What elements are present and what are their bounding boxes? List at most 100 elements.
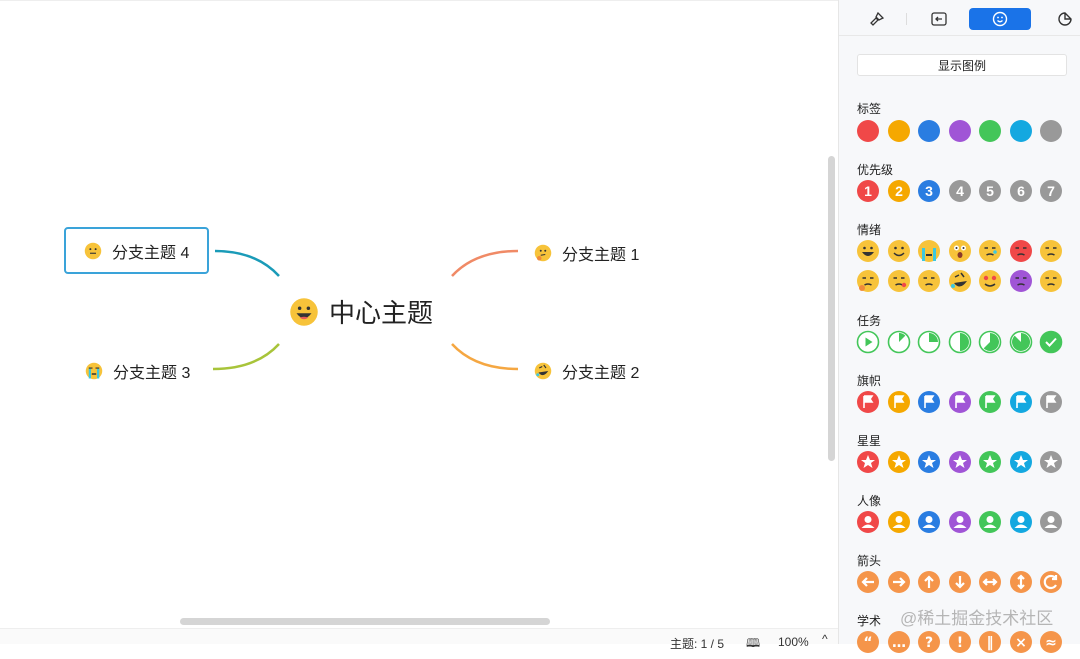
branch-topic-2[interactable]: 分支主题 2 [534,359,639,383]
smile-emoji-icon[interactable] [887,239,911,263]
dot-icon[interactable] [917,119,941,143]
flag-icon[interactable] [917,390,941,414]
tab-icons[interactable] [969,8,1031,30]
branch-topic-4[interactable]: 分支主题 4 [64,227,210,274]
priority-4-icon[interactable]: 4 [948,179,972,203]
person-icon[interactable] [917,510,941,534]
flag-icon[interactable] [978,390,1002,414]
smiley-icon [992,11,1008,27]
branch-topic-1[interactable]: 分支主题 1 [534,241,639,265]
chevron-up-icon[interactable]: ^ [822,632,828,646]
surprised-emoji-icon[interactable] [948,239,972,263]
branch-topic-3[interactable]: 分支主题 3 [85,359,190,383]
priority-5-icon[interactable]: 5 [978,179,1002,203]
priority-1-icon[interactable]: 1 [856,179,880,203]
tired-emoji-icon[interactable] [1039,269,1063,293]
star-icon[interactable] [1039,450,1063,474]
svg-text:5: 5 [986,183,994,199]
person-icon[interactable] [887,510,911,534]
dot-icon[interactable] [1039,119,1063,143]
dot-icon[interactable] [856,119,880,143]
svg-text:3: 3 [925,183,933,199]
grinning-emoji-icon[interactable] [856,239,880,263]
tab-sticker[interactable] [1053,8,1077,30]
refresh-arrow-icon[interactable] [1039,570,1063,594]
exclamation-academic-icon[interactable]: ! [948,630,972,654]
brush-icon [870,12,884,26]
dot-icon[interactable] [948,119,972,143]
central-topic[interactable]: 中心主题 [289,293,433,330]
tab-divider [906,13,907,25]
cross-academic-icon[interactable]: × [1009,630,1033,654]
outline-icon [931,12,947,26]
approx-academic-icon[interactable]: ≈ [1039,630,1063,654]
star-icon[interactable] [948,450,972,474]
angry-emoji-icon[interactable] [1009,239,1033,263]
priority-2-icon[interactable]: 2 [887,179,911,203]
star-icon[interactable] [917,450,941,474]
priority-7-icon[interactable]: 7 [1039,179,1063,203]
devil-emoji-icon[interactable] [1009,269,1033,293]
flag-icon[interactable] [1009,390,1033,414]
task-icon[interactable] [1009,330,1033,354]
star-icon[interactable] [887,450,911,474]
tab-style[interactable] [865,8,889,30]
vertical-scrollbar[interactable] [828,156,835,461]
task-icon[interactable] [856,330,880,354]
svg-text:“: “ [863,635,872,651]
kiss-emoji-icon[interactable] [887,269,911,293]
person-icon[interactable] [948,510,972,534]
left-arrow-icon[interactable] [856,570,880,594]
heart-eyes-emoji-icon[interactable] [978,269,1002,293]
tab-outline[interactable] [927,8,951,30]
star-icon[interactable] [1009,450,1033,474]
task-icon[interactable] [978,330,1002,354]
zoom-level[interactable]: 100% [778,635,809,649]
flag-icon[interactable] [948,390,972,414]
book-icon[interactable]: 🕮 [746,636,761,650]
dot-icon[interactable] [978,119,1002,143]
show-legend-button[interactable]: 显示图例 [857,54,1067,76]
star-icon[interactable] [978,450,1002,474]
priority-6-icon[interactable]: 6 [1009,179,1033,203]
person-icon[interactable] [1009,510,1033,534]
task-icon[interactable] [887,330,911,354]
svg-text:1: 1 [864,183,872,199]
ellipsis-academic-icon[interactable]: … [887,630,911,654]
flag-icon[interactable] [856,390,880,414]
pause-academic-icon[interactable]: ‖ [978,630,1002,654]
person-icon[interactable] [1039,510,1063,534]
task-icon[interactable] [917,330,941,354]
sad-emoji-icon[interactable] [978,239,1002,263]
person-icon[interactable] [978,510,1002,534]
quote-academic-icon[interactable]: “ [856,630,880,654]
down-arrow-icon[interactable] [948,570,972,594]
horizontal-scrollbar[interactable] [180,618,550,625]
rolling-laughing-emoji-icon[interactable] [948,269,972,293]
dot-icon[interactable] [1009,119,1033,143]
up-down-arrow-icon[interactable] [1009,570,1033,594]
svg-text:7: 7 [1047,183,1055,199]
up-arrow-icon[interactable] [917,570,941,594]
right-arrow-icon[interactable] [887,570,911,594]
person-icon[interactable] [856,510,880,534]
neutral-emoji-icon[interactable] [1039,239,1063,263]
left-right-arrow-icon[interactable] [978,570,1002,594]
question-academic-icon[interactable]: ? [917,630,941,654]
flag-icon[interactable] [1039,390,1063,414]
svg-text:?: ? [925,635,933,651]
dot-icon[interactable] [887,119,911,143]
mindmap-canvas[interactable]: 中心主题 分支主题 1 分支主题 2 分支主题 3 分支主题 4 [0,0,838,628]
grinning-face-icon [290,297,318,326]
priority-3-icon[interactable]: 3 [917,179,941,203]
star-icon[interactable] [856,450,880,474]
task-icon[interactable] [1039,330,1063,354]
section-label: 标签 [857,102,882,116]
flag-icon[interactable] [887,390,911,414]
watermark: @稀土掘金技术社区 [900,609,1054,628]
confused-emoji-icon[interactable] [917,269,941,293]
crying-emoji-icon[interactable] [917,239,941,263]
thinking-emoji-icon[interactable] [856,269,880,293]
mindmap-connectors [212,249,519,371]
task-icon[interactable] [948,330,972,354]
